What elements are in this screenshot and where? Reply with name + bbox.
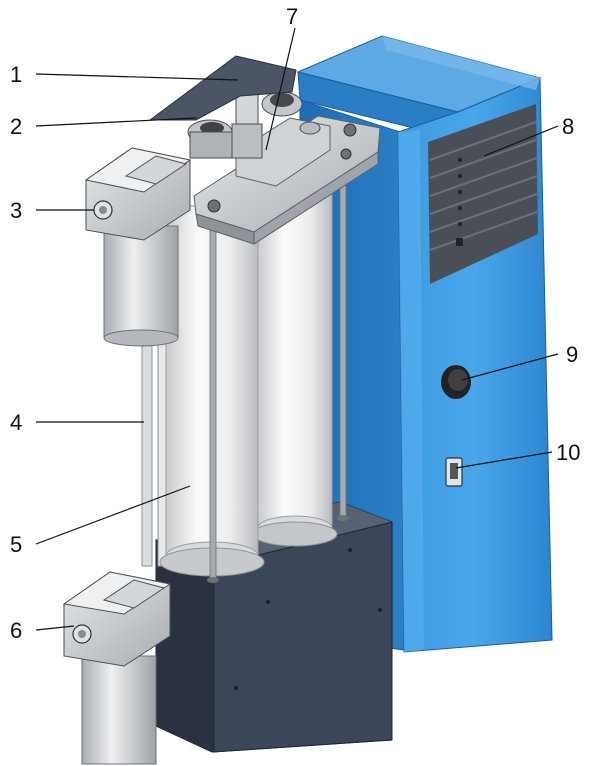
connecting-pipes bbox=[141, 325, 167, 567]
rear-bracket bbox=[148, 55, 297, 121]
callout-1: 1 bbox=[10, 62, 22, 87]
leader-2 bbox=[35, 117, 197, 127]
inlet-filter bbox=[84, 147, 192, 347]
pressure-gauge bbox=[187, 119, 233, 159]
callout-2: 2 bbox=[10, 114, 22, 139]
leader-1 bbox=[35, 73, 239, 81]
callout-5: 5 bbox=[10, 532, 22, 557]
callout-6: 6 bbox=[10, 618, 22, 643]
vent-grille bbox=[428, 104, 538, 284]
callout-4: 4 bbox=[10, 410, 22, 435]
callout-7: 7 bbox=[286, 4, 298, 29]
round-display bbox=[441, 365, 471, 399]
leader-lines bbox=[35, 27, 559, 631]
callout-numbers: 1 2 3 4 5 6 7 8 9 10 bbox=[10, 4, 580, 643]
leader-10 bbox=[455, 451, 553, 469]
outlet-filter bbox=[62, 571, 172, 765]
leader-9 bbox=[461, 353, 559, 381]
leader-5 bbox=[35, 485, 191, 545]
power-switch bbox=[445, 457, 463, 487]
top-manifold bbox=[193, 91, 381, 245]
callout-3: 3 bbox=[10, 198, 22, 223]
leader-7 bbox=[265, 27, 296, 151]
callout-10: 10 bbox=[556, 440, 580, 465]
callout-8: 8 bbox=[562, 114, 574, 139]
leader-8 bbox=[483, 125, 559, 157]
leader-6 bbox=[35, 625, 75, 631]
callout-9: 9 bbox=[566, 342, 578, 367]
adsorber-vessels bbox=[159, 149, 349, 583]
